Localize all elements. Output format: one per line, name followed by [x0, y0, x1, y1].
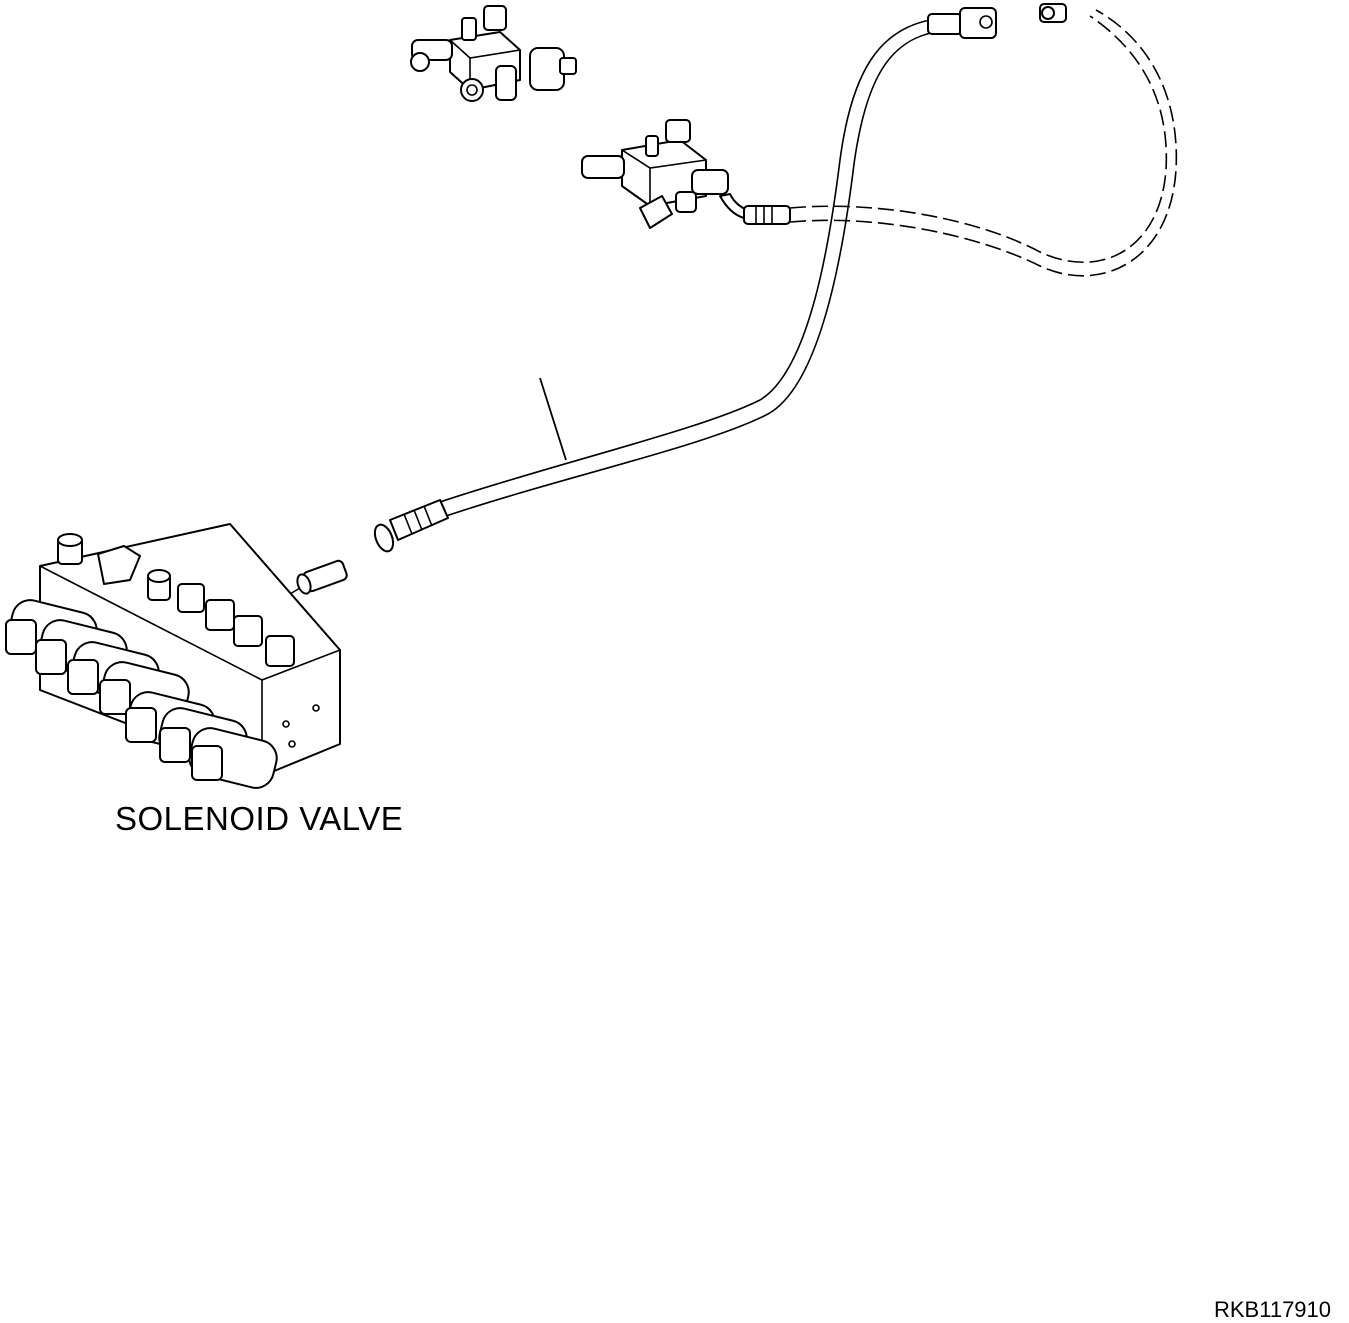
branch-hose-phantom [743, 3, 1178, 277]
solenoid-connectors [5, 619, 223, 781]
drawing-code: RKB117910 [1214, 1297, 1332, 1322]
component-label: SOLENOID VALVE [115, 800, 404, 837]
solenoid-valve-assembly [5, 523, 341, 789]
middle-valve-block [581, 119, 749, 229]
upper-valve-block [410, 5, 577, 102]
main-hose [373, 7, 997, 553]
leader-line [539, 377, 567, 461]
